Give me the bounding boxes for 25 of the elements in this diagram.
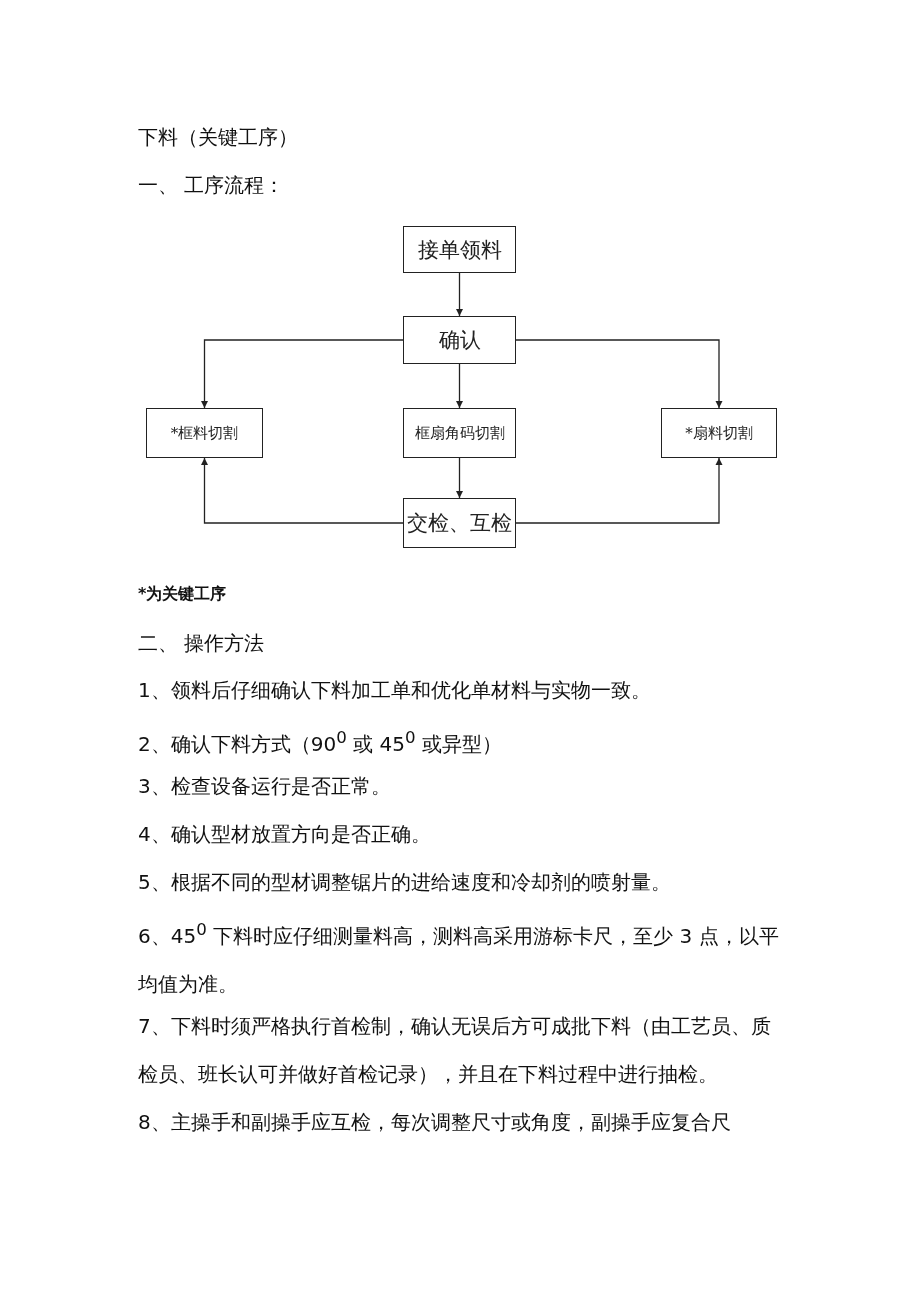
footnote: *为关键工序: [138, 583, 227, 605]
list-item: 4、确认型材放置方向是否正确。: [138, 821, 432, 848]
arrow: [515, 339, 723, 409]
list-item: 5、根据不同的型材调整锯片的进给速度和冷却剂的喷射量。: [138, 869, 672, 896]
section-heading: 一、 工序流程：: [138, 172, 285, 199]
process-box: *框料切割: [146, 408, 263, 458]
list-item: 6、45$^{0}$ 下料时应仔细测量料高，测料高采用游标卡尺，至少 3 点，以平均值为准。: [138, 919, 780, 998]
arrow: [201, 339, 404, 409]
process-box: 框扇角码切割: [403, 408, 516, 458]
list-item: 1、领料后仔细确认下料加工单和优化单材料与实物一致。: [138, 677, 652, 704]
list-item: 2、确认下料方式（90$^{0}$ 或 45$^{0}$ 或异型）: [138, 727, 503, 758]
arrow: [456, 457, 463, 499]
process-box: 交检、互检: [403, 498, 516, 548]
list-item: 3、检查设备运行是否正常。: [138, 773, 392, 800]
arrow: [201, 457, 404, 524]
list-item: 8、主操手和副操手应互检，每次调整尺寸或角度，副操手应复合尺: [138, 1109, 732, 1136]
arrow: [456, 363, 463, 409]
arrow: [456, 272, 463, 317]
process-box: 接单领料: [403, 226, 516, 273]
process-box: 确认: [403, 316, 516, 364]
arrow: [515, 457, 723, 524]
heading: 下料（关键工序）: [138, 124, 298, 151]
section-heading: 二、 操作方法: [138, 630, 265, 657]
list-item: 7、下料时须严格执行首检制，确认无误后方可成批下料（由工艺员、质检员、班长认可并做好首检记录），并且在下料过程中进行抽检。: [138, 1013, 772, 1088]
process-box: *扇料切割: [661, 408, 777, 458]
